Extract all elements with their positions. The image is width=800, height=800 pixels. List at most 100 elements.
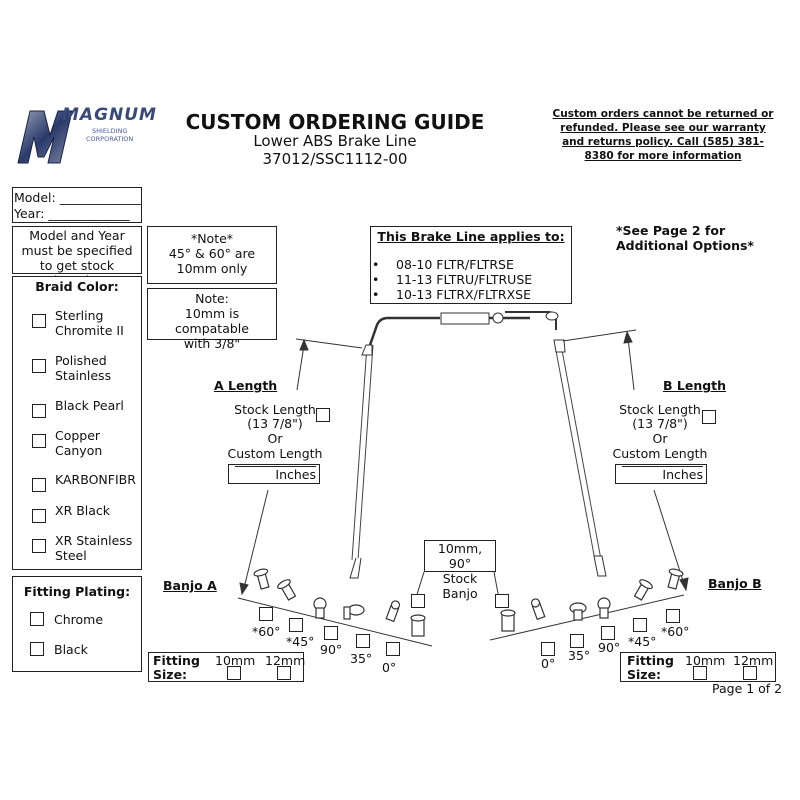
b-length-title: B Length — [663, 378, 727, 393]
a-length-stock-value: (13 7/8") — [247, 416, 303, 431]
a-length-title: A Length — [214, 378, 278, 393]
banjo-a-angle-label: 0° — [382, 660, 397, 675]
banjo-a-option-checkbox[interactable] — [289, 618, 303, 632]
braid-option-checkbox[interactable] — [32, 404, 46, 418]
plating-option-checkbox[interactable] — [30, 612, 44, 626]
plating-option-checkbox[interactable] — [30, 642, 44, 656]
magnum-logo-graphic — [17, 110, 73, 164]
applies-to-box: This Brake Line applies to: — [370, 226, 572, 304]
angle-note-line3: 10mm only — [176, 261, 248, 276]
braid-option-label: Copper Canyon — [55, 428, 103, 458]
see-page-2-note: *See Page 2 for Additional Options* — [616, 223, 766, 253]
logo-brand: MAGNUM — [62, 105, 157, 125]
applies-to-item-text: 10-13 FLTRX/FLTRXSE — [396, 287, 531, 302]
braid-option-checkbox[interactable] — [32, 478, 46, 492]
banjo-a-option-checkbox[interactable] — [386, 642, 400, 656]
fitting-size-b-10mm: 10mm — [685, 653, 726, 668]
banjo-b-angle-label: *60° — [661, 624, 690, 639]
magnum-logo: MAGNUM SHIELDING CORPORATION — [14, 105, 156, 165]
banjo-b-angle-label: *45° — [628, 634, 657, 649]
fitting-size-a-10mm: 10mm — [215, 653, 256, 668]
fitting-size-a-label2: Size: — [153, 667, 188, 682]
banjo-b-angle-label: 90° — [598, 640, 621, 655]
fitting-plating-title: Fitting Plating: — [23, 584, 131, 599]
banjo-b-option-checkbox[interactable] — [666, 609, 680, 623]
braid-option-label: KARBONFIBR — [55, 472, 136, 487]
braid-option-checkbox[interactable] — [32, 539, 46, 553]
braid-option-label: Sterling Chromite II — [55, 308, 124, 338]
a-length-stock-checkbox[interactable] — [316, 408, 330, 422]
plating-option-label: Black — [54, 642, 88, 657]
fitting-size-b-box: Fitting Size: 10mm 12mm — [620, 652, 776, 682]
model-field[interactable]: Model: _____________ — [14, 190, 141, 205]
b-length-stock-checkbox[interactable] — [702, 410, 716, 424]
stock-banjo-b-checkbox[interactable] — [495, 594, 509, 608]
braid-option-label: XR Stainless Steel — [55, 533, 133, 563]
braid-option-label: Polished Stainless — [55, 353, 112, 383]
banjo-a-option-checkbox[interactable] — [324, 626, 338, 640]
bullet-icon: • — [372, 257, 380, 272]
logo-sub2: CORPORATION — [86, 135, 134, 143]
a-length-stock-label: Stock Length — [234, 402, 316, 417]
page-title: CUSTOM ORDERING GUIDE — [185, 110, 485, 134]
banjo-a-angle-label: *60° — [252, 624, 281, 639]
applies-to-item: • 08-10 FLTR/FLTRSE — [372, 257, 514, 272]
braid-option-checkbox[interactable] — [32, 359, 46, 373]
braid-option-label: Black Pearl — [55, 398, 124, 413]
see-page-line1: *See Page 2 for — [616, 223, 726, 238]
banjo-b-angle-label: 35° — [568, 648, 591, 663]
page-number: Page 1 of 2 — [712, 681, 783, 696]
fitting-size-a-10mm-checkbox[interactable] — [227, 666, 241, 680]
b-length-stock-label: Stock Length — [619, 402, 701, 417]
a-length-custom-input[interactable]: Inches — [228, 464, 320, 484]
compat-note-line1: Note: — [195, 291, 229, 306]
stock-banjo-label: 10mm, 90° Stock Banjo — [424, 540, 496, 601]
logo-sub1: SHIELDING — [92, 127, 128, 135]
fitting-size-b-10mm-checkbox[interactable] — [693, 666, 707, 680]
fitting-size-b-label2: Size: — [627, 667, 662, 682]
a-length-or: Or — [267, 431, 283, 446]
b-length-custom-input[interactable]: Inches — [615, 464, 707, 484]
return-policy: Custom orders cannot be returned or refu… — [552, 108, 774, 162]
fitting-size-a-12mm-checkbox[interactable] — [277, 666, 291, 680]
stock-banjo-line2: Stock Banjo — [442, 571, 478, 601]
banjo-b-option-checkbox[interactable] — [633, 618, 647, 632]
banjo-a-title: Banjo A — [163, 578, 217, 593]
a-length-custom-label: Custom Length — [227, 446, 323, 461]
banjo-b-option-checkbox[interactable] — [601, 626, 615, 640]
model-year-note: Model and Year must be specified to get … — [12, 226, 142, 288]
see-page-line2: Additional Options* — [616, 238, 754, 253]
angle-note-line1: *Note* — [190, 231, 234, 246]
part-number: 37012/SSC1112-00 — [262, 150, 408, 168]
braid-option-label: XR Black — [55, 503, 111, 518]
banjo-a-option-checkbox[interactable] — [259, 607, 273, 621]
page-subtitle: Lower ABS Brake Line — [253, 132, 417, 150]
b-length-stock-value: (13 7/8") — [632, 416, 688, 431]
braid-option-checkbox[interactable] — [32, 434, 46, 448]
stock-banjo-line1: 10mm, 90° — [437, 541, 483, 571]
b-length-or: Or — [652, 431, 668, 446]
stock-banjo-a-checkbox[interactable] — [411, 594, 425, 608]
applies-to-item: •11-13 FLTRU/FLTRUSE — [372, 272, 532, 287]
year-field[interactable]: Year: _____________ — [14, 206, 130, 221]
braid-option-checkbox[interactable] — [32, 314, 46, 328]
angle-note-line2: 45° & 60° are — [168, 246, 256, 261]
banjo-b-option-checkbox[interactable] — [541, 642, 555, 656]
fitting-size-b-label1: Fitting — [627, 653, 674, 668]
applies-to-title: This Brake Line applies to: — [377, 229, 565, 244]
applies-to-item-text: 08-10 FLTR/FLTRSE — [396, 257, 514, 272]
braid-option-checkbox[interactable] — [32, 509, 46, 523]
plating-option[interactable]: Black — [14, 642, 140, 660]
compat-note-box: Note: 10mm is compatable with 3/8" — [147, 288, 277, 351]
banjo-a-option-checkbox[interactable] — [356, 634, 370, 648]
bullet-icon: • — [372, 287, 380, 302]
fitting-size-b-12mm: 12mm — [733, 653, 774, 668]
plating-option[interactable]: Chrome — [14, 612, 140, 630]
braid-color-title: Braid Color: — [35, 279, 119, 294]
banjo-b-title: Banjo B — [708, 576, 762, 591]
fitting-size-b-12mm-checkbox[interactable] — [743, 666, 757, 680]
angle-note-box: *Note* 45° & 60° are 10mm only — [147, 226, 277, 284]
banjo-b-option-checkbox[interactable] — [570, 634, 584, 648]
a-length-inches-label: Inches — [235, 466, 316, 482]
banjo-a-angle-label: *45° — [286, 634, 315, 649]
